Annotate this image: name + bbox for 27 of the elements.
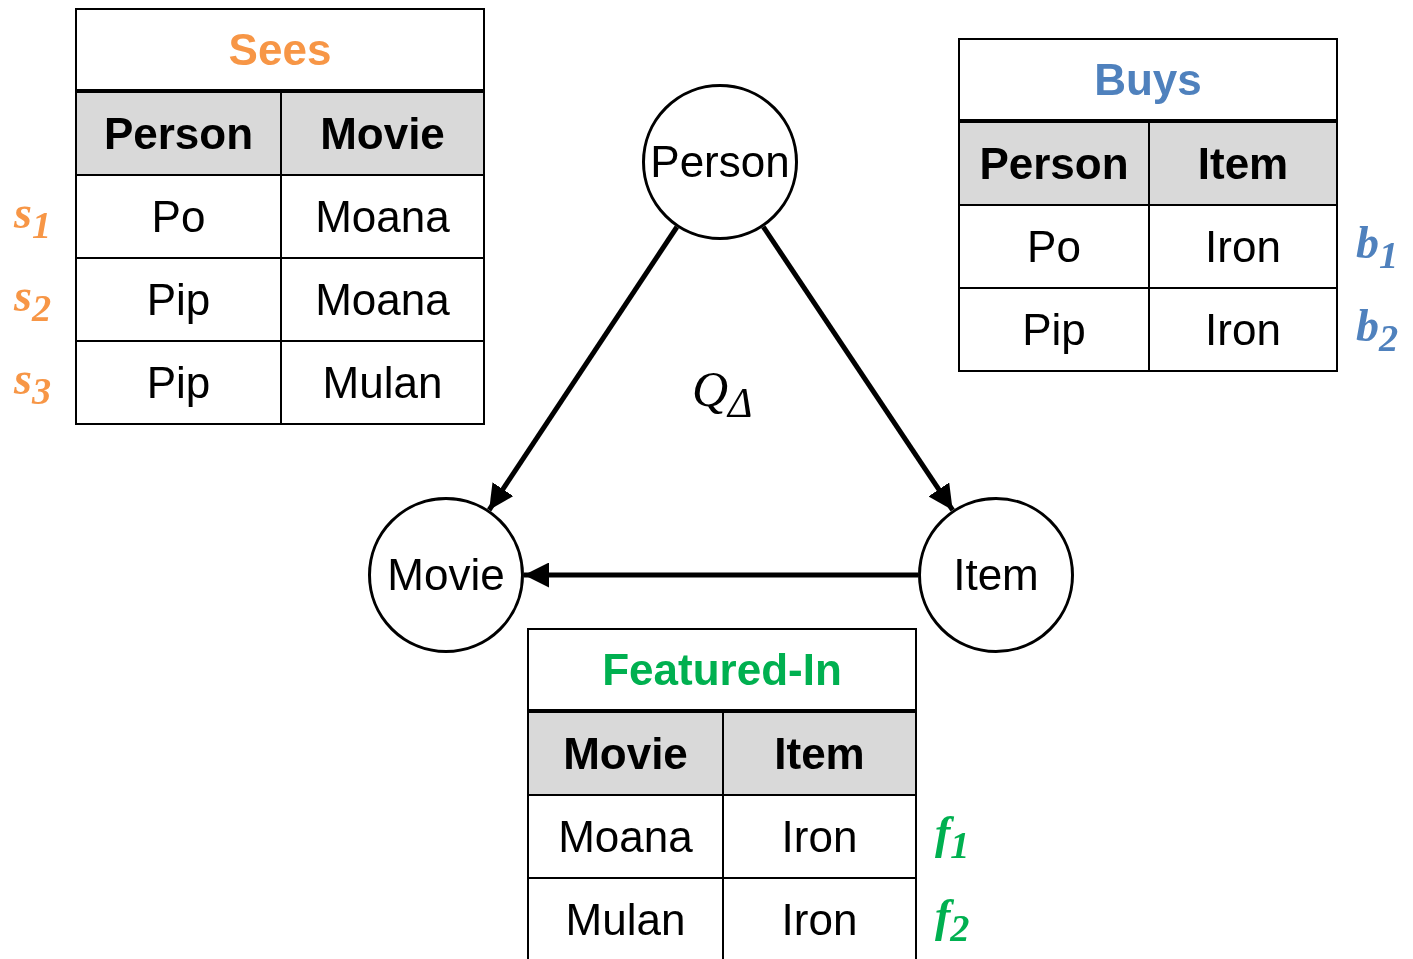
arrow [761,225,955,512]
row-label: s$_{2}$ [14,272,52,327]
table-title: Sees [75,8,485,91]
table-cell: Iron [1148,287,1338,372]
circle-node: Movie [368,497,524,653]
table-title: Buys [958,38,1338,121]
circle-node: Person [642,84,798,240]
column-header: Person [75,91,282,176]
table-cell: Pip [75,340,282,425]
arrow [487,225,679,512]
table-cell: Mulan [280,340,485,425]
row-label: b$_{2}$ [1356,302,1399,357]
query-label: Q$_{Δ}$ [692,364,753,425]
arrow [524,562,918,588]
circle-node: Item [918,497,1074,653]
column-header: Movie [527,711,724,796]
column-header: Movie [280,91,485,176]
row-label: f$_{2}$ [935,892,970,947]
column-header: Person [958,121,1150,206]
column-header: Item [1148,121,1338,206]
table-title: Featured-In [527,628,917,711]
row-label: b$_{1}$ [1356,219,1399,274]
row-label: s$_{3}$ [14,355,52,410]
table-cell: Pip [958,287,1150,372]
row-label: f$_{1}$ [935,809,970,864]
row-label: s$_{1}$ [14,189,52,244]
column-header: Item [722,711,917,796]
